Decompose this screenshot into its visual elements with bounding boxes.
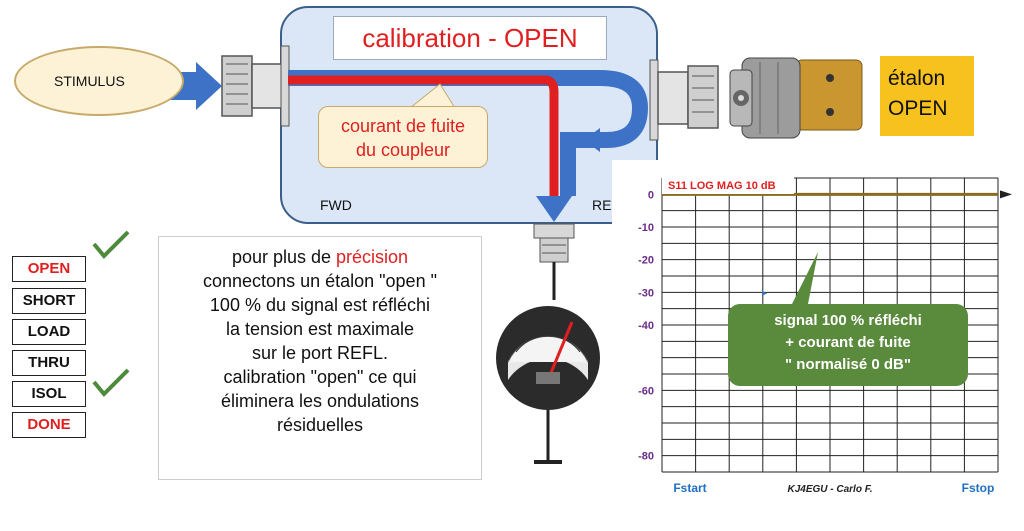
chart-x-ticks: Fstart KJ4EGU - Carlo F. Fstop: [673, 481, 994, 495]
x-tick-label: Fstop: [962, 481, 995, 495]
chart-title: S11 LOG MAG 10 dB: [668, 180, 776, 192]
menu-item-open[interactable]: OPEN: [12, 256, 86, 282]
explanation-line-5: sur le port REFL.: [251, 343, 389, 363]
trace-end-marker: [1000, 190, 1012, 199]
fwd-label: FWD: [320, 197, 352, 213]
return-arrow: [584, 128, 600, 152]
standard-label: étalon OPEN: [880, 56, 974, 136]
y-tick-label: -10: [638, 222, 654, 234]
chart-title-bg: [662, 176, 794, 194]
reflected-path: [288, 70, 649, 196]
open-check-icon: [92, 230, 130, 259]
standard-line-1: étalon: [888, 67, 946, 90]
y-tick-label: -40: [638, 320, 654, 332]
explanation-line-7: éliminera les ondulations: [220, 391, 420, 411]
explanation-line-1: pour plus de précision: [159, 245, 481, 269]
standard-line-2: OPEN: [888, 97, 948, 120]
y-tick-label: -20: [638, 255, 654, 267]
menu-item-done[interactable]: DONE: [12, 412, 86, 438]
callout-line-3: " normalisé 0 dB": [785, 356, 911, 373]
leak-line-1: courant de fuite: [340, 116, 466, 136]
chart-marker: ▸: [762, 288, 767, 299]
refl-port-connector: [533, 223, 575, 300]
meter-needle: [546, 321, 574, 381]
leak-callout-pointer: [408, 83, 456, 109]
explanation-line-1-text: pour plus de: [231, 247, 337, 267]
y-tick-label: -80: [638, 451, 654, 463]
isol-check-icon: [92, 368, 130, 397]
chart-y-ticks: 0 -10 -20 -30 -40 -60 -80: [638, 189, 654, 462]
chart-trace: [662, 190, 1012, 199]
leak-callout: courant de fuite du coupleur: [318, 106, 488, 168]
menu-item-load[interactable]: LOAD: [12, 319, 86, 345]
explanation-line-6: calibration "open" ce qui: [223, 367, 417, 387]
open-standard-image: [729, 57, 863, 139]
explanation-line-3: 100 % du signal est réfléchi: [209, 295, 431, 315]
menu-item-isol[interactable]: ISOL: [12, 381, 86, 407]
explanation-line-2: connectons un étalon "open ": [203, 271, 437, 291]
callout-line-2: + courant de fuite: [785, 334, 911, 351]
menu-item-thru[interactable]: THRU: [12, 350, 86, 376]
y-tick-label: -30: [638, 287, 654, 299]
calibration-title: calibration - OPEN: [333, 16, 607, 60]
callout-line-1: signal 100 % réfléchi: [774, 312, 922, 329]
y-tick-label: 0: [648, 189, 654, 201]
output-connector: [649, 59, 719, 141]
leak-line-2: du coupleur: [355, 140, 451, 160]
refl-arrow-head: [536, 196, 572, 222]
voltmeter: [496, 306, 600, 464]
callout-pointer: [792, 252, 818, 304]
stimulus-label: STIMULUS: [14, 46, 184, 116]
leak-path: [288, 75, 559, 196]
explanation-line-4: la tension est maximale: [225, 319, 415, 339]
explanation-line-8: résiduelles: [276, 415, 364, 435]
explanation-emphasis: précision: [336, 247, 409, 267]
menu-item-short[interactable]: SHORT: [12, 288, 86, 314]
x-tick-label: Fstart: [673, 481, 706, 495]
input-connector: [221, 45, 290, 127]
explanation-box: pour plus de précision connectons un éta…: [158, 236, 482, 480]
x-tick-label: KJ4EGU - Carlo F.: [787, 484, 872, 495]
y-tick-label: -60: [638, 385, 654, 397]
normalized-callout: signal 100 % réfléchi + courant de fuite…: [728, 304, 968, 386]
